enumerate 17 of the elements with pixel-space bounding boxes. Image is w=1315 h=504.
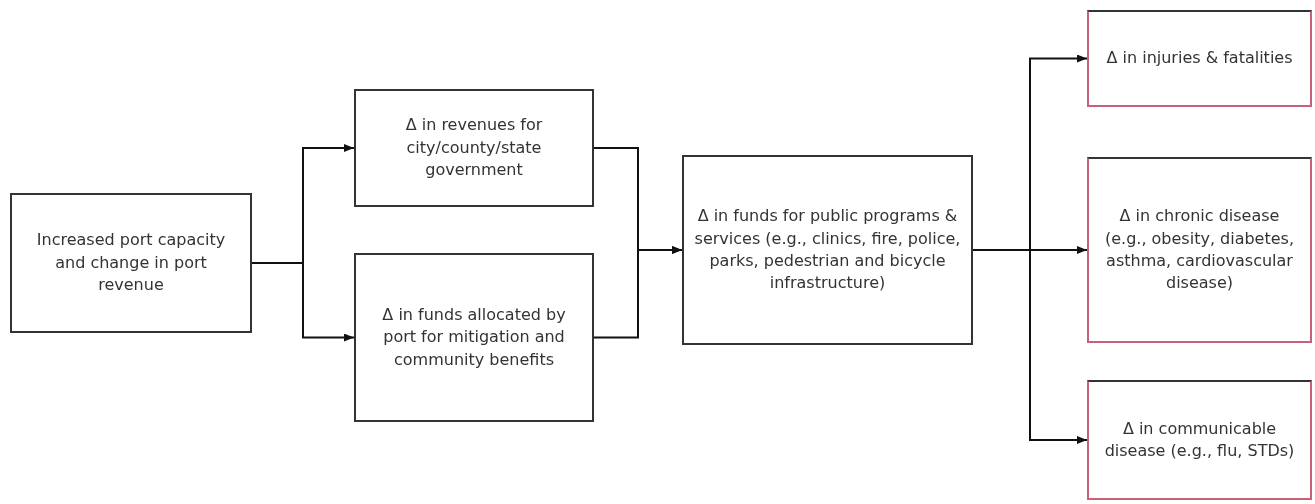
process-box <box>10 193 252 333</box>
process-box <box>682 155 973 345</box>
box-text: Increased port capacity and change in port revenue <box>35 229 227 297</box>
arrow <box>593 246 683 339</box>
process-box <box>1087 380 1312 500</box>
process-box <box>354 253 594 422</box>
box-text: Δ in revenues for city/county/state government <box>404 114 544 182</box>
box-text: Δ in communicable disease (e.g., flu, STDs) <box>1103 417 1296 462</box>
box-text: Δ in injuries & fatalities <box>1106 47 1293 70</box>
process-box <box>1087 10 1312 107</box>
box-text: Δ in funds allocated by port for mitigation and community benefits <box>381 303 567 371</box>
process-box <box>354 89 594 207</box>
arrow <box>251 262 355 342</box>
box-text: Δ in chronic disease (e.g., obesity, diabetes, asthma, cardiovascular disease) <box>1104 205 1295 295</box>
box-text: Δ in funds for public programs & services (e.g., clinics, fire, police, parks, pedestrian and bicycle infrastructure) <box>694 205 961 295</box>
arrow <box>972 249 1088 444</box>
process-box <box>1087 157 1312 343</box>
